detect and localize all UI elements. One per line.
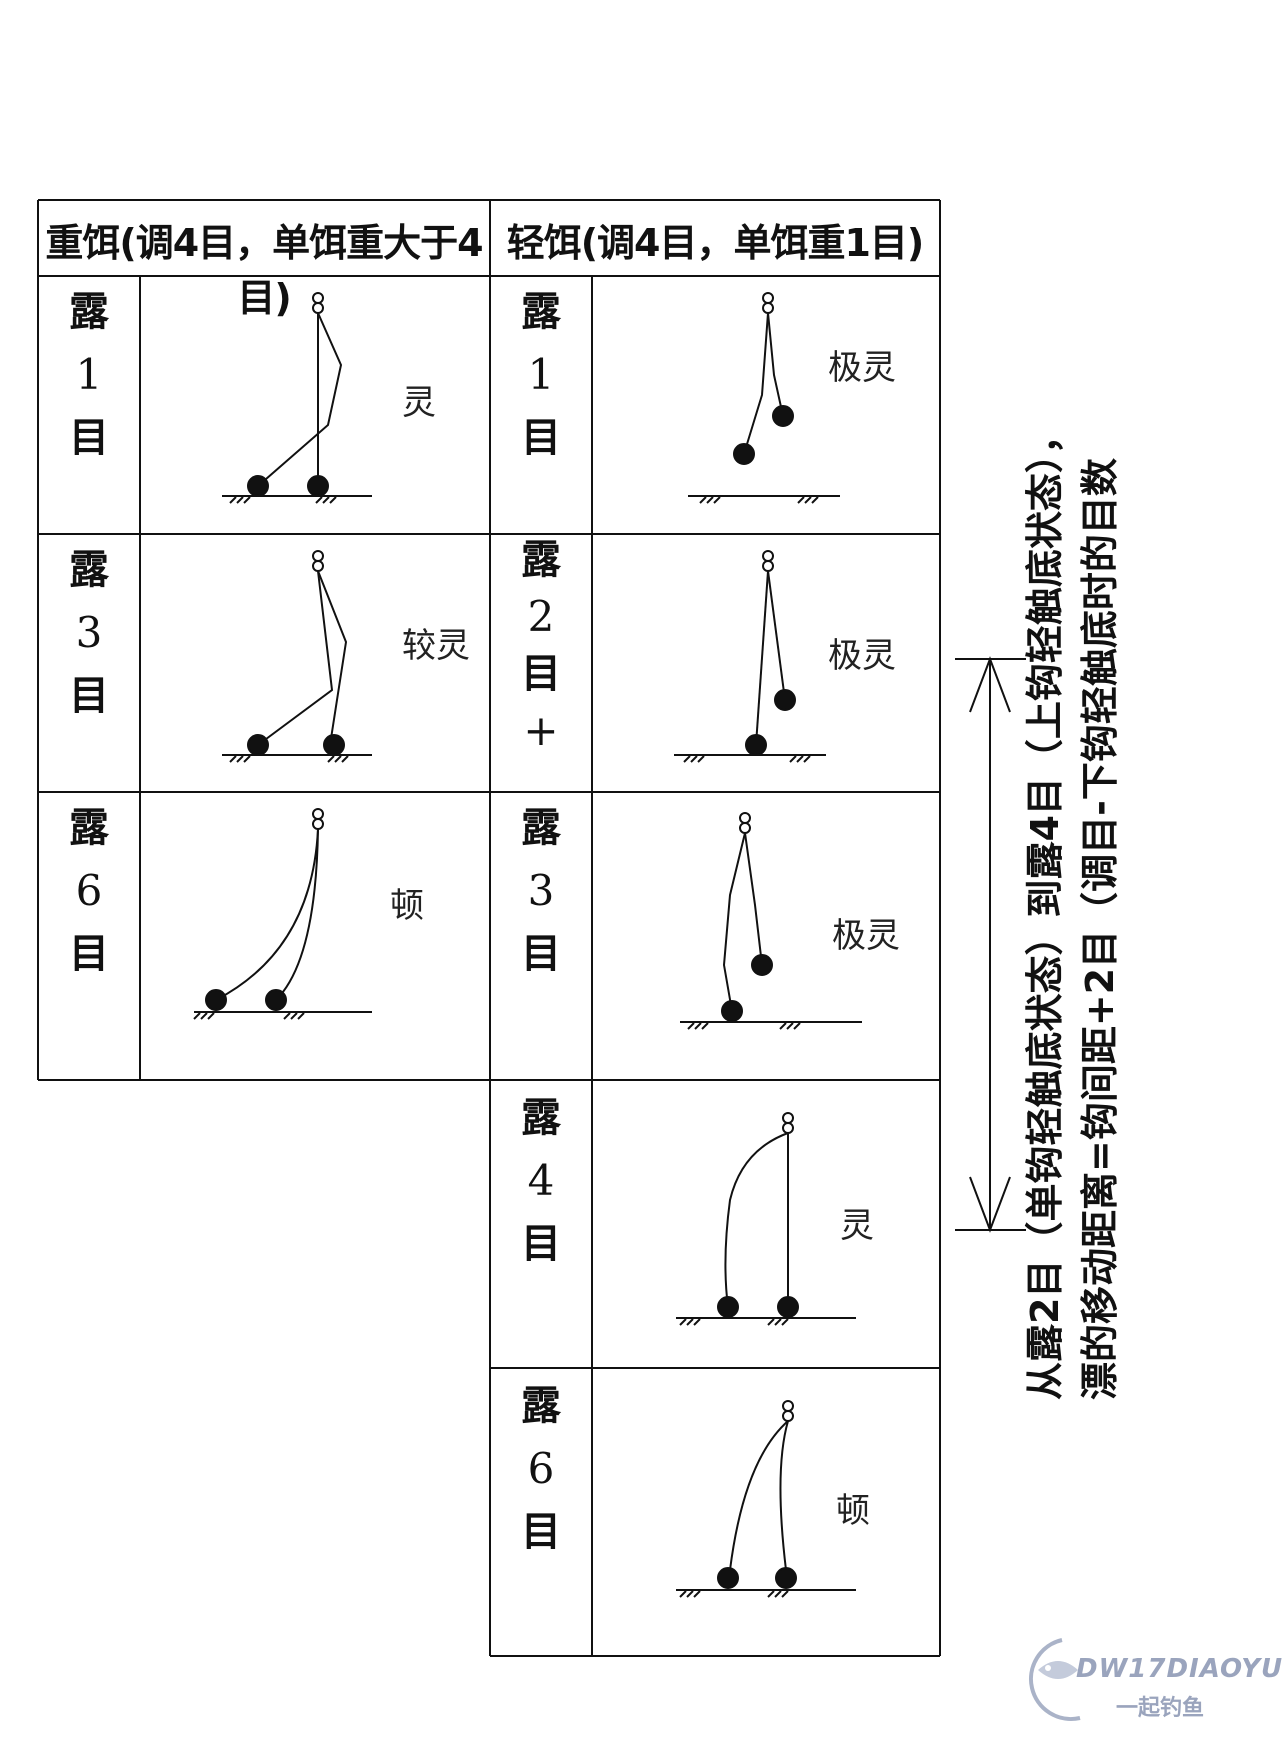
- note-heavy-1: 灵: [402, 383, 436, 423]
- dimension-arrow: [955, 656, 1026, 1233]
- rig-light-2: [674, 550, 826, 763]
- rig-heavy-3: [222, 550, 372, 763]
- header-heavy-bait: 重饵(调4目，单饵重大于4目): [45, 221, 483, 320]
- rig-light-3: [680, 812, 862, 1030]
- note-light-1: 极灵: [828, 348, 896, 388]
- watermark-logo: DW17DIAOYU 一起钓鱼: [1020, 1630, 1282, 1725]
- rig-light-1: [688, 292, 840, 504]
- rig-light-4: [676, 1112, 856, 1326]
- watermark-brand: DW17DIAOYU: [1076, 1654, 1283, 1684]
- watermark-tagline: 一起钓鱼: [1116, 1696, 1205, 1721]
- note-light-3: 极灵: [832, 916, 900, 956]
- side-explanation-line-1: 从露2目（单钩轻触底状态）到露4目（上钩轻触底状态），: [1023, 416, 1067, 1400]
- header-light-bait: 轻饵(调4目，单饵重1目): [506, 221, 925, 265]
- fish-logo-icon: [1029, 1638, 1081, 1721]
- note-heavy-3: 较灵: [402, 626, 470, 666]
- side-explanation-line-2: 漂的移动距离=钩间距+2目（调目-下钩轻触底时的目数: [1078, 458, 1122, 1400]
- rig-illustrations: [193, 292, 1026, 1598]
- note-light-2: 极灵: [828, 636, 896, 676]
- rig-heavy-1: [222, 292, 372, 504]
- table-grid: [37, 199, 941, 1657]
- rig-heavy-6: [193, 808, 372, 1020]
- note-light-4: 灵: [840, 1206, 874, 1246]
- side-explanation: 从露2目（单钩轻触底状态）到露4目（上钩轻触底状态）， 漂的移动距离=钩间距+2…: [1018, 400, 1128, 1400]
- rig-light-6: [676, 1400, 856, 1598]
- note-light-6: 顿: [836, 1491, 870, 1531]
- note-heavy-6: 顿: [390, 886, 424, 926]
